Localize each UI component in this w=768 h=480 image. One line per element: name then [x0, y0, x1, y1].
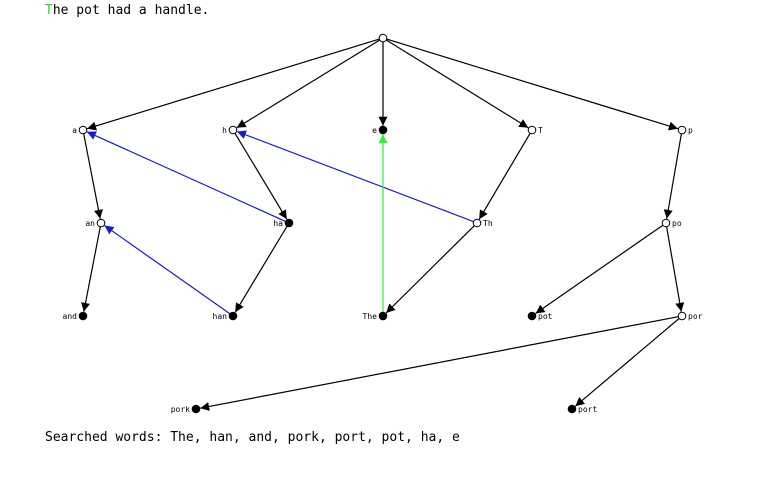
suffix-link-han-to-an [104, 225, 231, 315]
node-pot: pot [527, 311, 553, 321]
input-text-rest: he pot had a handle. [52, 3, 210, 18]
tree-edge-root-to-p [386, 38, 679, 131]
node-and: and [63, 311, 88, 321]
node-label-T: T [538, 126, 543, 135]
node-T: T [527, 125, 543, 135]
tree-edge-an-to-and [81, 226, 101, 312]
node-po: po [661, 218, 682, 228]
node-h: h [222, 125, 238, 135]
node-an: an [85, 218, 106, 228]
node-marker [677, 311, 687, 321]
tree-edge-Th-to-The [385, 225, 475, 314]
node-e: e [372, 125, 388, 135]
suffix-link-ha-to-a [86, 131, 286, 222]
node-marker [96, 218, 106, 228]
tree-edge-por-to-pork [200, 316, 679, 411]
node-marker [527, 125, 537, 135]
edges-layer [81, 38, 685, 411]
node-label-ha: ha [273, 219, 283, 228]
node-marker [78, 125, 88, 135]
tree-edge-por-to-port [574, 318, 680, 407]
tree-edge-T-to-Th [478, 132, 531, 220]
node-Th: Th [472, 218, 493, 228]
tree-edge-root-to-h [236, 39, 381, 129]
terminal-node-marker [378, 125, 388, 135]
node-ha: ha [273, 218, 294, 228]
tree-edge-h-to-ha [234, 132, 288, 220]
node-marker [677, 125, 687, 135]
tree-edge-a-to-an [83, 133, 103, 219]
searched-words-prefix: Searched words: [45, 430, 163, 445]
node-han: han [213, 311, 238, 321]
node-The: The [363, 311, 388, 321]
node-label-po: po [672, 219, 682, 228]
terminal-node-marker [378, 311, 388, 321]
node-label-h: h [222, 126, 227, 135]
terminal-node-marker [78, 311, 88, 321]
node-label-Th: Th [483, 219, 493, 228]
node-label-pork: pork [171, 405, 190, 414]
terminal-node-marker [567, 404, 577, 414]
node-label-an: an [85, 219, 95, 228]
node-label-por: por [688, 312, 703, 321]
tree-edge-po-to-pot [535, 224, 664, 314]
tree-edge-root-to-T [385, 39, 529, 129]
current-char-highlight: T [45, 3, 53, 18]
terminal-node-marker [284, 218, 294, 228]
node-label-p: p [688, 126, 693, 135]
node-label-and: and [63, 312, 78, 321]
node-pork: pork [171, 404, 201, 414]
node-p: p [677, 125, 693, 135]
terminal-node-marker [228, 311, 238, 321]
node-marker [378, 33, 388, 43]
node-port: port [567, 404, 597, 414]
node-label-han: han [213, 312, 228, 321]
node-label-The: The [363, 312, 378, 321]
terminal-node-marker [191, 404, 201, 414]
node-marker [472, 218, 482, 228]
node-label-port: port [578, 405, 597, 414]
input-text: The pot had a handle. [45, 3, 209, 18]
node-por: por [677, 311, 703, 321]
searched-words: Searched words: The, han, and, pork, por… [45, 430, 460, 445]
suffix-link-Th-to-h [236, 130, 474, 223]
searched-words-list: The, han, and, pork, port, pot, ha, e [170, 430, 460, 445]
tree-edge-po-to-por [666, 226, 685, 312]
node-label-e: e [372, 126, 377, 135]
node-label-pot: pot [538, 312, 553, 321]
node-a: a [72, 125, 88, 135]
node-root [378, 33, 388, 43]
node-marker [228, 125, 238, 135]
node-label-a: a [72, 126, 77, 135]
tree-edge-root-to-a [86, 38, 380, 131]
node-marker [661, 218, 671, 228]
tree-edge-ha-to-han [234, 225, 288, 313]
tree-edge-p-to-po [663, 133, 682, 219]
terminal-node-marker [527, 311, 537, 321]
